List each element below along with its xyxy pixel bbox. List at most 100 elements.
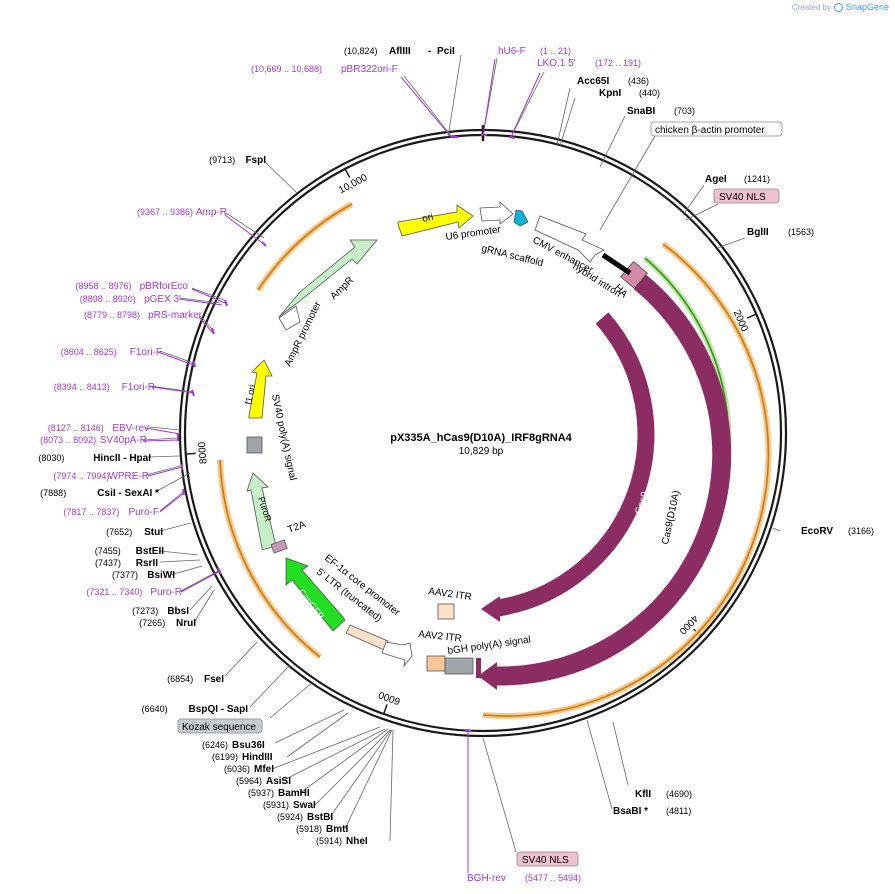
site-pos-bottom: (6036) (224, 764, 250, 774)
site-name-bottom: BGH-rev (467, 873, 506, 884)
site-pos-left: (8394 .. 8413) (54, 382, 110, 392)
site-name-left: CsiI - SexAI * (97, 488, 159, 499)
site-pos-left: (7377) (112, 570, 138, 580)
tick-mark (344, 169, 351, 179)
snapgene-logo-icon (833, 2, 843, 12)
puror-feature (246, 472, 277, 551)
plasmid-size: 10,829 bp (459, 446, 504, 457)
site-name-bottom: BstBI (307, 812, 333, 823)
site-pos-left: (7817 .. 7837) (63, 507, 119, 517)
copgfp-feature (285, 557, 346, 632)
orange-arc-left (217, 459, 322, 660)
primer-marks (177, 134, 516, 732)
tick-label: 10,000 (337, 172, 370, 196)
primer-leader-lines (142, 58, 541, 873)
site-name-aflIII: AflIII (389, 46, 411, 57)
site-name-left: EBV-rev (112, 423, 149, 434)
feature-chicken-actin-promoter: chicken β-actin promoter (655, 125, 765, 136)
f1-ori-feature (248, 359, 273, 419)
sv40-nls-bottom-box (516, 851, 579, 867)
site-name-left: StuI (144, 527, 163, 538)
site-name-left: BstEII (136, 546, 165, 557)
sv40-nls-orange-arc-right (482, 241, 772, 720)
site-name-bottom: BamHI (278, 788, 310, 799)
sv40-polya-feature (246, 436, 263, 454)
site-pos-left: (7273) (132, 606, 158, 616)
aav2-itr-upper-box (437, 603, 455, 620)
t2a-feature (270, 539, 288, 554)
site-separator: - (428, 46, 431, 57)
site-pos-left: (7652) (106, 527, 132, 537)
site-name-kfli: KflI (635, 789, 651, 800)
site-pos-left: (7888) (40, 488, 66, 498)
feature-label-u6-promoter: U6 promoter (445, 224, 502, 243)
primer-name-pbr322orif: pBR322ori-F (341, 64, 398, 75)
site-name-left: BsiWI (147, 570, 175, 581)
feature-label-hybrid-intron: hybrid intron (570, 261, 622, 299)
site-pos-bottom: (5477 .. 5494) (525, 873, 581, 883)
site-pos-left: (8958 .. 8976) (76, 281, 132, 291)
plasmid-name: pX335A_hCas9(D10A)_IRF8gRNA4 (390, 432, 572, 444)
site-name-ecorv: EcoRV (801, 526, 833, 537)
site-name-snabi: SnaBI (627, 106, 656, 117)
hybrid-intron-bar (601, 252, 632, 276)
site-pos-bottom: (5937) (248, 788, 274, 798)
feature-sv40-nls-top: SV40 NLS (719, 192, 766, 203)
grna-scaffold-feature (513, 209, 529, 227)
left-sites: FspI(9713)Amp-R(9367 .. 9386)pBRforEco(8… (38, 155, 266, 734)
credit-brand: SnapGene (845, 2, 889, 12)
site-name-left: WPRE-R (108, 471, 149, 482)
site-name-left: pBRforEco (140, 281, 189, 292)
site-name-left: NruI (176, 618, 196, 629)
site-name-bottom: NheI (346, 836, 368, 847)
credit-prefix: Created by (791, 2, 831, 12)
site-name-left: FseI (204, 674, 224, 685)
site-name-bottom: BmtI (326, 824, 348, 835)
site-pos-bsabi: (4811) (666, 806, 691, 816)
site-pos-left: (8604 .. 8625) (61, 347, 117, 357)
feature-label-aav2-itr-lower: AAV2 ITR (418, 629, 463, 645)
orange-arc-topleft (255, 201, 354, 292)
tick-label: 8000 (197, 441, 210, 464)
right-sites: Acc65I (436) KpnI (440) SnaBI (703) chic… (516, 76, 874, 867)
bgh-polya-box (444, 657, 474, 675)
ampr-promoter-feature (278, 305, 301, 331)
ltr-feature (345, 624, 389, 651)
site-name-bottom: HindIII (242, 752, 273, 763)
feature-label-f1-ori: f1 ori (243, 384, 257, 406)
primer-name-lko1: LKO.1 5' (537, 58, 576, 69)
tick-label: 6000 (377, 688, 402, 706)
ampr-feature (278, 239, 378, 318)
feature-label-cas9-d10a: Cas9(D10A) (660, 490, 682, 546)
primer-pos-hu6f: (1 .. 21) (540, 46, 571, 56)
cas9-end-mark (476, 658, 481, 678)
site-pos-left: (9713) (209, 155, 235, 165)
site-name-left: Puro-R (150, 587, 182, 598)
site-name-acc65i: Acc65I (577, 76, 609, 87)
site-name-left: BbsI (167, 606, 189, 617)
feature-label-ori: ori (421, 212, 434, 225)
site-name-left: pGEX 3' (144, 294, 181, 305)
ori-feature (397, 204, 474, 237)
site-name-bglii: BglII (747, 227, 769, 238)
site-pos-bottom: (5924) (277, 812, 303, 822)
site-pos-ecorv: (3166) (848, 526, 874, 536)
site-pos-left: (6854) (167, 674, 193, 684)
feature-label-ampr-promoter: AmpR promoter (283, 299, 324, 368)
site-pos-left: (8898 .. 8920) (80, 294, 136, 304)
cas9-arc-feature (481, 312, 655, 622)
feature-label-aav2-itr-upper: AAV2 ITR (428, 586, 473, 603)
site-pos-left: (6640) (142, 704, 168, 714)
site-pos-left: (7437) (95, 558, 121, 568)
site-pos-left: (7455) (95, 546, 121, 556)
primer-name-hu6f: hU6-F (498, 46, 526, 57)
feature-label-sv40-polya: SV40 poly(A) signal (269, 393, 298, 481)
site-name-left: F1ori-R (122, 382, 155, 393)
snapgene-credit: Created by SnapGene (792, 2, 889, 12)
cmv-enhancer-feature (534, 215, 605, 263)
site-pos-left: (8030) (38, 453, 64, 463)
u6-promoter-feature (479, 201, 514, 225)
cas9d10a-arc-feature (478, 274, 732, 690)
